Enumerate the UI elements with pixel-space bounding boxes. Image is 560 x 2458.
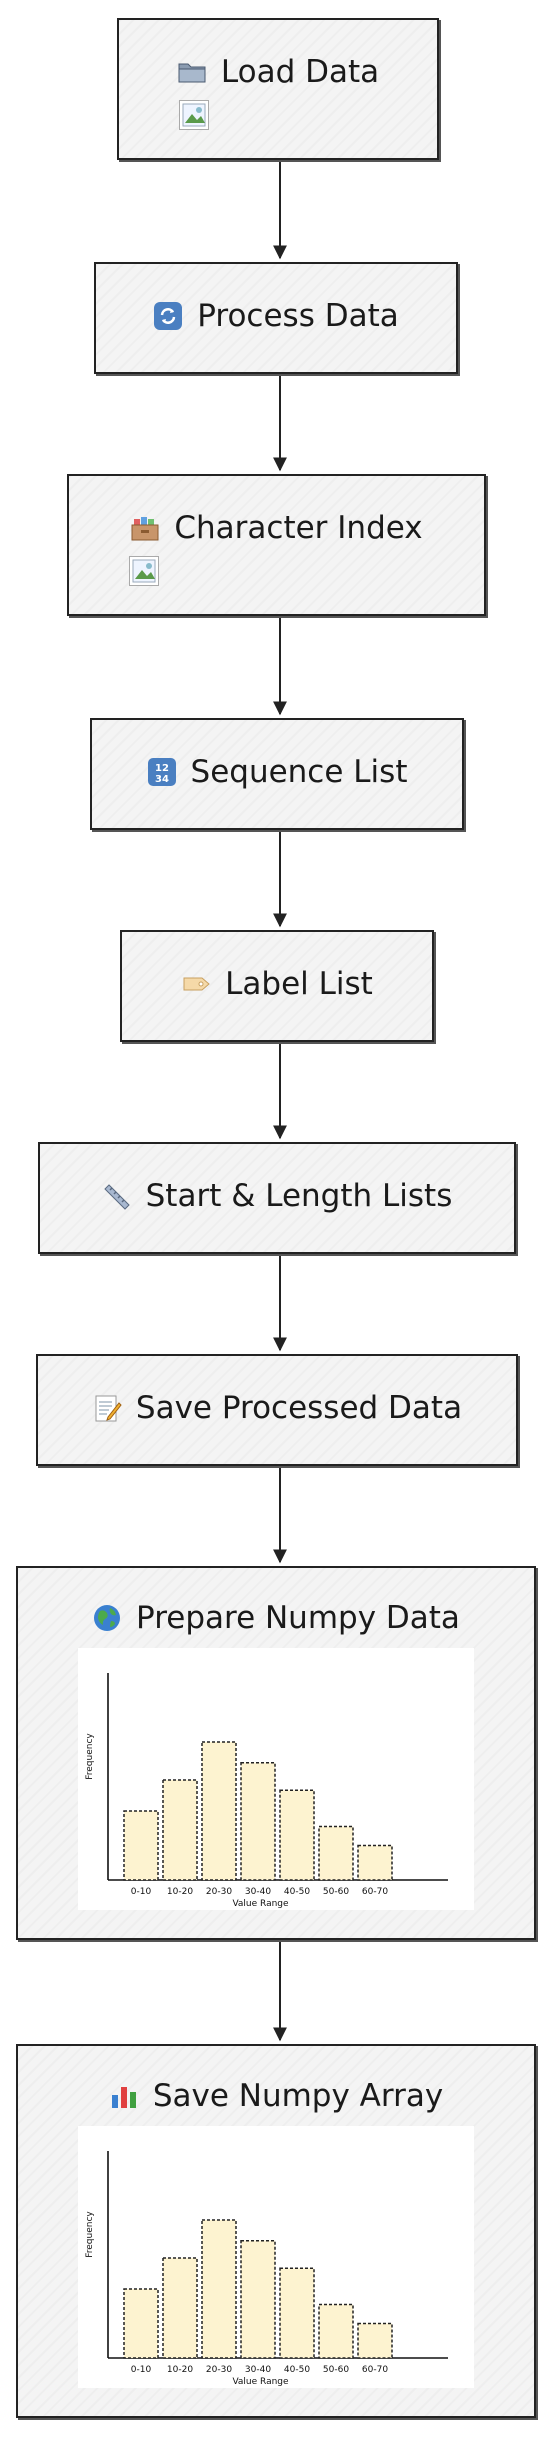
svg-text:12: 12 [155,763,169,774]
node-prepare-numpy-data[interactable]: Prepare Numpy Data 0-10 10-20 20-30 30-40 40… [16,1566,536,1940]
node-load-data[interactable]: Load Data [117,18,439,160]
node-process-data[interactable]: Process Data [94,262,458,374]
x-axis-label: Value Range [232,2377,289,2387]
x-tick-label: 50-60 [323,1887,349,1897]
node-title: Load Data [220,54,380,90]
node-title: Save Numpy Array [152,2078,444,2114]
node-title: Sequence List [190,754,408,790]
histogram-bar [279,1789,315,1881]
node-character-index[interactable]: Character Index [67,474,486,616]
bar-chart-icon [109,2081,139,2111]
histogram-bar [318,1825,354,1881]
x-tick-label: 40-50 [284,2365,310,2375]
card-file-box-icon [130,513,160,543]
node-title: Character Index [174,510,423,546]
globe-icon [92,1603,122,1633]
x-tick-label: 60-70 [362,2365,388,2375]
x-tick-label: 30-40 [245,2365,271,2375]
histogram-bar [357,1844,393,1881]
ruler-icon [102,1181,132,1211]
node-label-list[interactable]: Label List [120,930,434,1042]
node-title: Start & Length Lists [145,1178,453,1214]
svg-text:34: 34 [155,774,169,785]
folder-icon [177,57,207,87]
histogram-bar [201,1741,237,1881]
refresh-icon [153,301,183,331]
node-title: Save Processed Data [135,1390,463,1426]
x-tick-label: 50-60 [323,2365,349,2375]
node-title: Process Data [197,298,399,334]
histogram-bar [357,2322,393,2359]
x-tick-label: 30-40 [245,1887,271,1897]
x-axis-label: Value Range [232,1899,289,1909]
histogram-bar [162,2257,198,2359]
histogram-bar [201,2219,237,2359]
memo-icon [92,1393,122,1423]
node-start-length-lists[interactable]: Start & Length Lists [38,1142,516,1254]
x-tick-label: 20-30 [206,2365,232,2375]
x-tick-label: 10-20 [167,1887,193,1897]
histogram-bar [279,2267,315,2359]
histogram-bar [240,1761,276,1881]
y-axis-label: Frequency [85,1733,95,1780]
x-tick-label: 60-70 [362,1887,388,1897]
broken-image-icon [179,100,209,130]
node-save-numpy-array[interactable]: Save Numpy Array 0-10 10-20 20-30 30-40 40-5… [16,2044,536,2418]
x-tick-label: 0-10 [131,2365,152,2375]
x-tick-label: 20-30 [206,1887,232,1897]
histogram-bar [123,1810,159,1881]
histogram-bar [318,2303,354,2359]
node-title: Label List [225,966,373,1002]
x-tick-label: 0-10 [131,1887,152,1897]
x-tick-label: 40-50 [284,1887,310,1897]
histogram-bar [162,1779,198,1881]
broken-image-icon [129,556,159,586]
histogram-bar [240,2239,276,2359]
y-axis-label: Frequency [85,2211,95,2258]
x-tick-label: 10-20 [167,2365,193,2375]
node-title: Prepare Numpy Data [136,1600,460,1636]
tag-icon [181,969,211,999]
histogram-bar [123,2288,159,2359]
node-save-processed-data[interactable]: Save Processed Data [36,1354,518,1466]
